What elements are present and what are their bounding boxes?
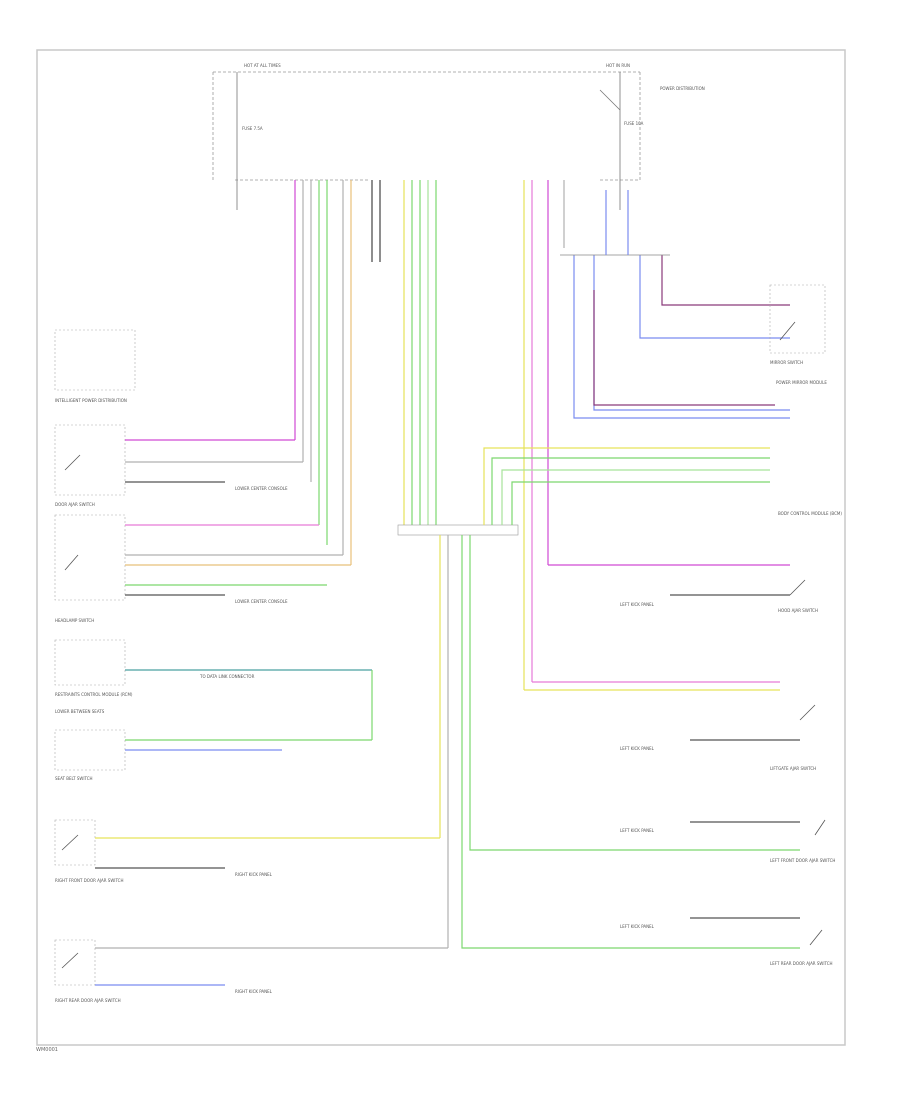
power-left-label: HOT AT ALL TIMES xyxy=(244,63,281,68)
lr-door-label: LEFT REAR DOOR AJAR SWITCH xyxy=(770,961,833,966)
rr-door-label: RIGHT REAR DOOR AJAR SWITCH xyxy=(55,998,121,1003)
switch-symbols xyxy=(61,321,826,969)
ground-right-1: RIGHT KICK PANEL xyxy=(235,872,273,877)
hood-label: HOOD AJAR SWITCH xyxy=(778,608,818,613)
ground-left-3: LEFT KICK PANEL xyxy=(620,828,655,833)
ground-left-1: LEFT KICK PANEL xyxy=(620,602,655,607)
rf-door-label: RIGHT FRONT DOOR AJAR SWITCH xyxy=(55,878,123,883)
ground-left-2: LEFT KICK PANEL xyxy=(620,746,655,751)
bcm-label: BODY CONTROL MODULE (BCM) xyxy=(778,511,842,516)
lf-door-label: LEFT FRONT DOOR AJAR SWITCH xyxy=(770,858,835,863)
rcm-loc: LOWER BETWEEN SEATS xyxy=(55,709,105,714)
left-boxes xyxy=(54,329,136,986)
rcm-label: RESTRAINTS CONTROL MODULE (RCM) xyxy=(55,692,133,697)
ground-console-1: LOWER CENTER CONSOLE xyxy=(235,486,288,491)
left-wires xyxy=(95,439,800,986)
ground-console-2: LOWER CENTER CONSOLE xyxy=(235,599,288,604)
ground-left-4: LEFT KICK PANEL xyxy=(620,924,655,929)
footer-code: WM0001 xyxy=(36,1047,58,1053)
mirror-switch xyxy=(769,284,826,354)
mirror-switch-label: MIRROR SWITCH xyxy=(770,360,803,365)
fuse-right xyxy=(599,72,621,210)
fuse-right-label: FUSE 10A xyxy=(624,121,644,126)
power-bus xyxy=(212,71,641,181)
right-switch-wires xyxy=(524,564,800,919)
bcm-connector xyxy=(397,524,519,536)
ground-right-2: RIGHT KICK PANEL xyxy=(235,989,273,994)
right-bus-wires xyxy=(483,447,770,525)
power-note: POWER DISTRIBUTION xyxy=(660,86,705,91)
fuse-left-label: FUSE 7.5A xyxy=(242,126,263,131)
door-ajar-label: DOOR AJAR SWITCH xyxy=(55,502,95,507)
data-link-label: TO DATA LINK CONNECTOR xyxy=(199,674,255,679)
diagram-border xyxy=(36,49,846,1046)
power-right-label: HOT IN RUN xyxy=(606,63,630,68)
mirror-wires xyxy=(560,190,790,419)
liftgate-label: LIFTGATE AJAR SWITCH xyxy=(770,766,816,771)
headlamp-switch-label: HEADLAMP SWITCH xyxy=(55,618,94,623)
seat-belt-label: SEAT BELT SWITCH xyxy=(55,776,93,781)
power-mirror-module-label: POWER MIRROR MODULE xyxy=(776,380,827,385)
ipdm-label: INTELLIGENT POWER DISTRIBUTION xyxy=(55,398,127,403)
bcm-vertical-wires xyxy=(294,180,565,690)
